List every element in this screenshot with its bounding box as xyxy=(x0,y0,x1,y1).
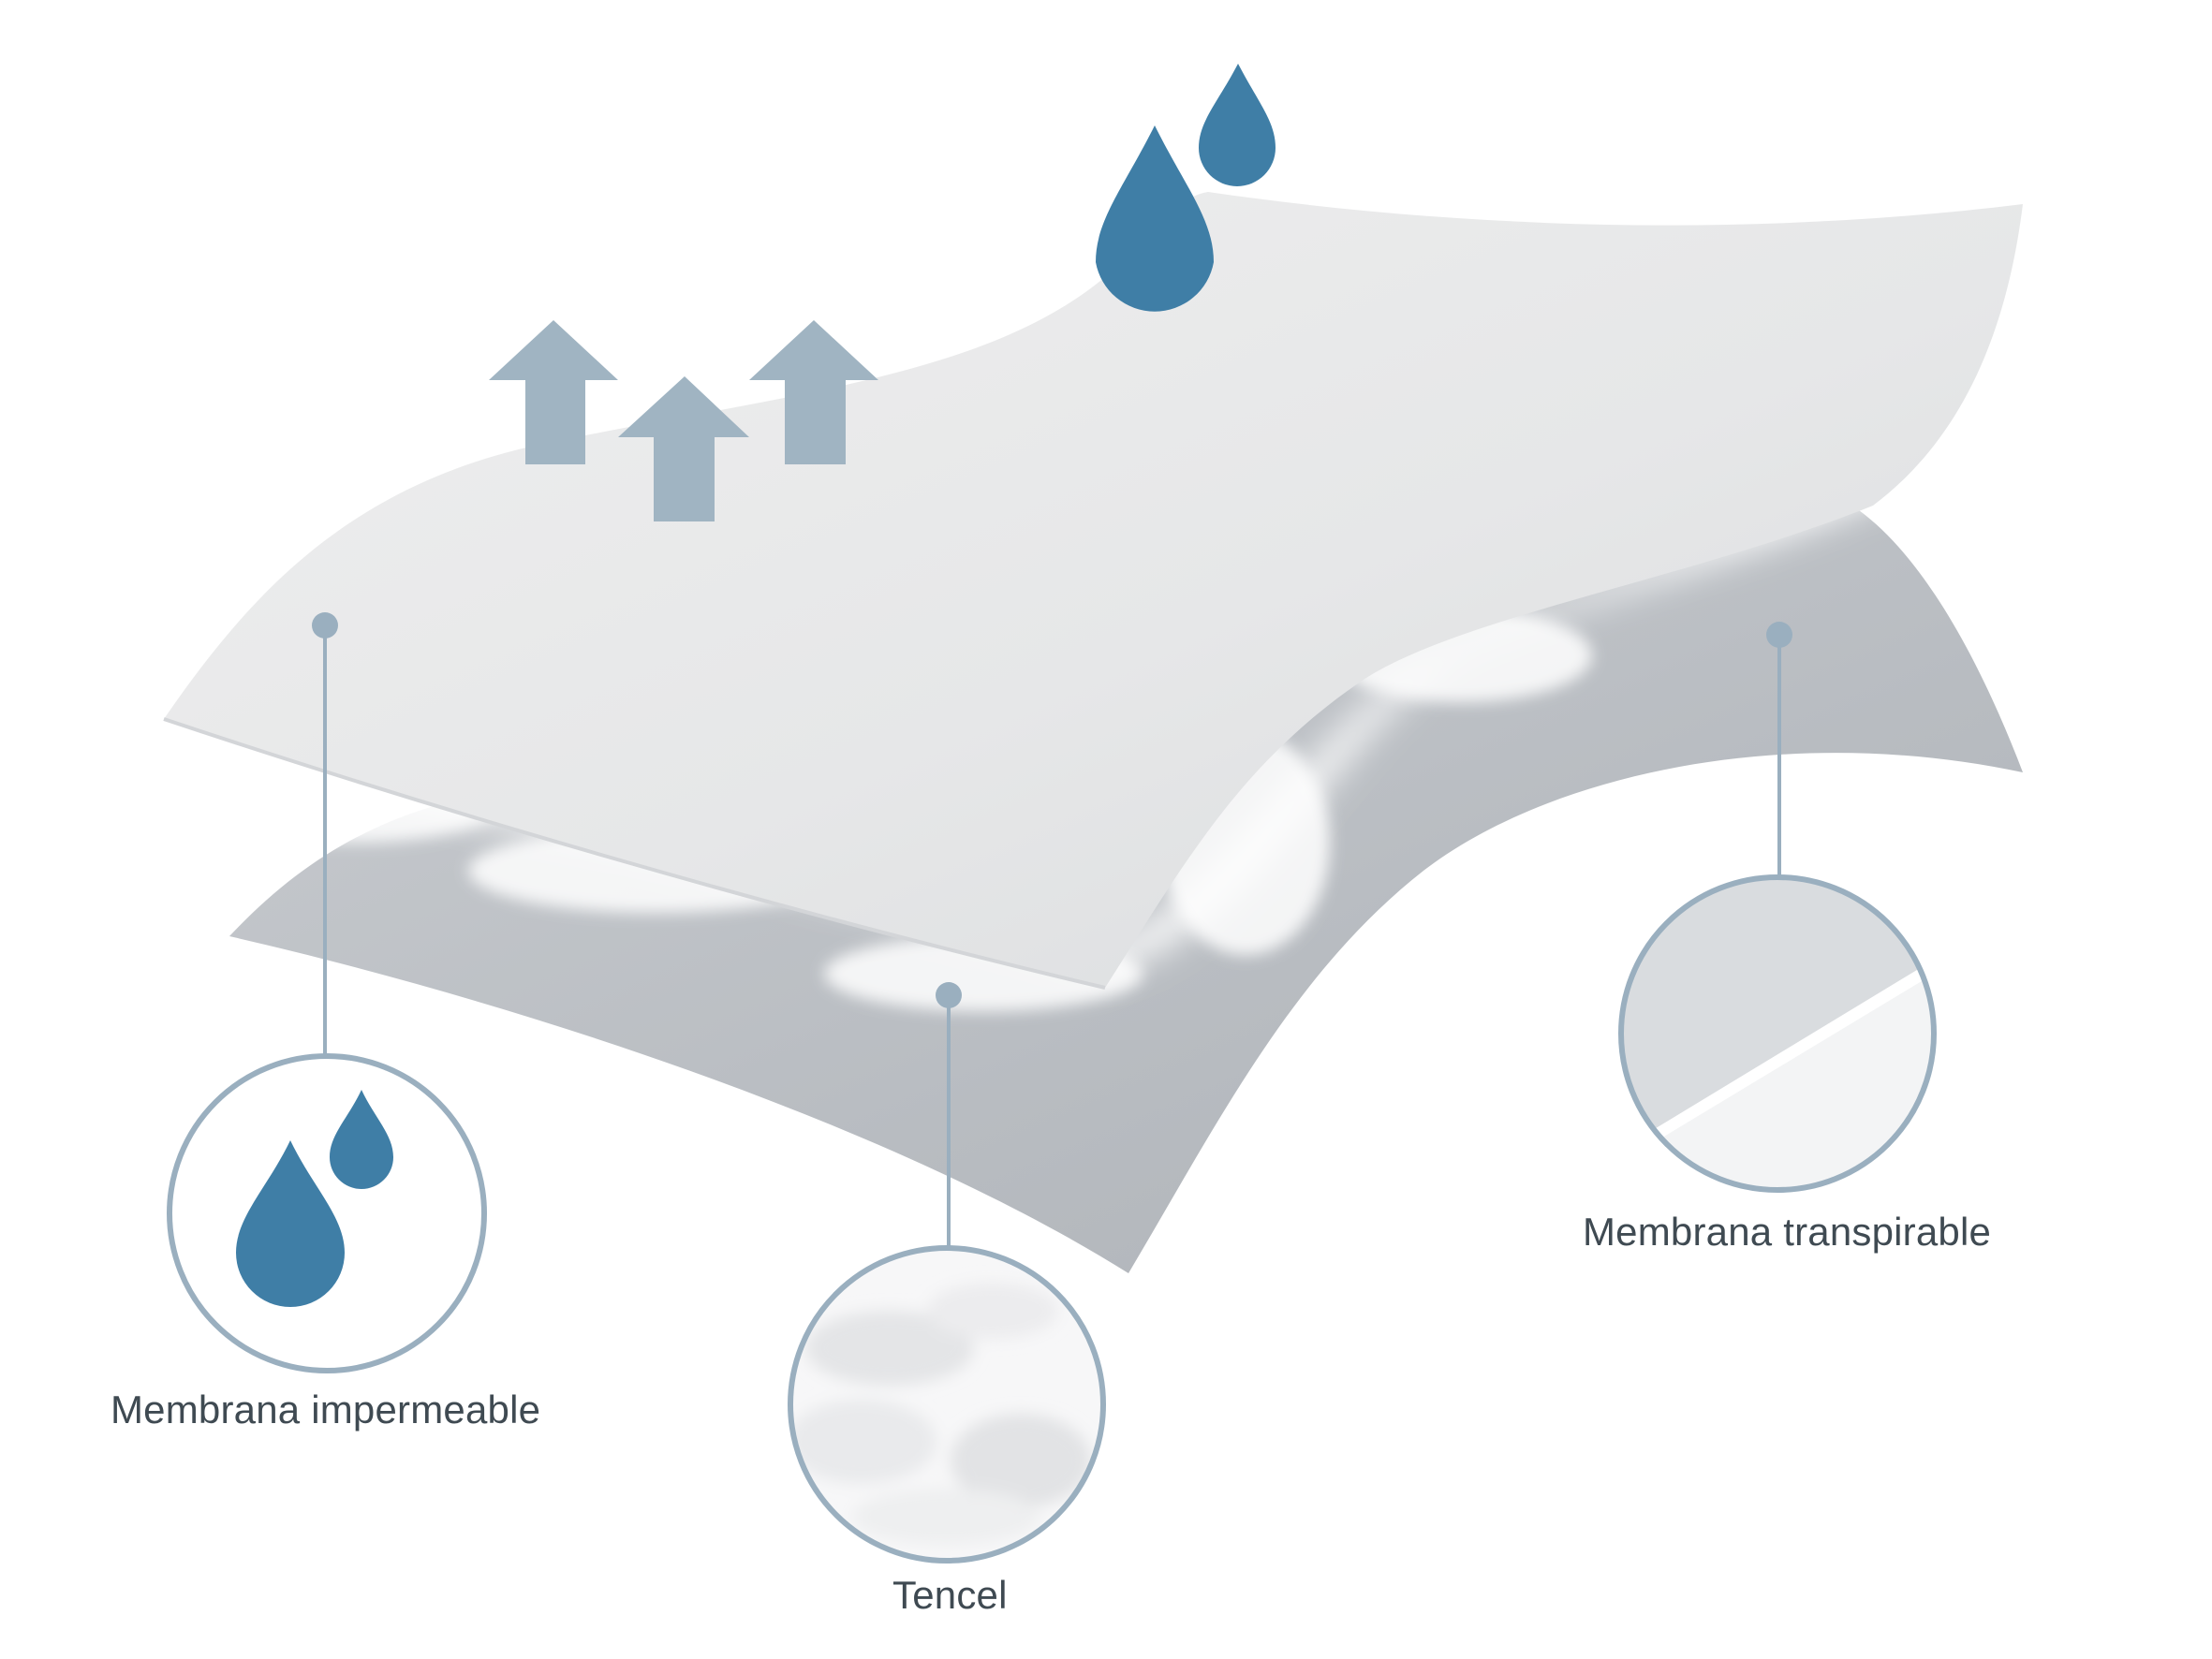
callout-transpirable xyxy=(1618,874,1937,1193)
label-waterproof-membrane: Membrana impermeable xyxy=(111,1387,541,1431)
water-drop-icon xyxy=(1096,125,1214,312)
connector-dot-tencel xyxy=(936,982,962,1008)
top-water-drops xyxy=(1096,64,1276,312)
arrow-up-icon xyxy=(749,320,878,464)
water-drop-icon xyxy=(1199,64,1276,186)
water-drop-icon xyxy=(236,1140,345,1307)
arrow-up-icon xyxy=(618,376,749,521)
connector-dot-impermeable xyxy=(312,612,338,639)
connector-dot-transpirable xyxy=(1766,622,1792,648)
callout-impermeable xyxy=(167,1053,487,1373)
callout-tencel xyxy=(788,1245,1106,1564)
arrow-up-icon xyxy=(489,320,618,464)
connectors xyxy=(312,612,1792,1251)
vapor-arrows xyxy=(489,320,878,521)
waterproof-layer-edge xyxy=(163,717,1106,990)
label-breathable-membrane: Membrana transpirable xyxy=(1583,1210,1992,1254)
waterproof-membrane-layer xyxy=(164,192,2023,988)
label-tencel: Tencel xyxy=(892,1573,1008,1617)
water-drop-icon xyxy=(330,1090,393,1189)
